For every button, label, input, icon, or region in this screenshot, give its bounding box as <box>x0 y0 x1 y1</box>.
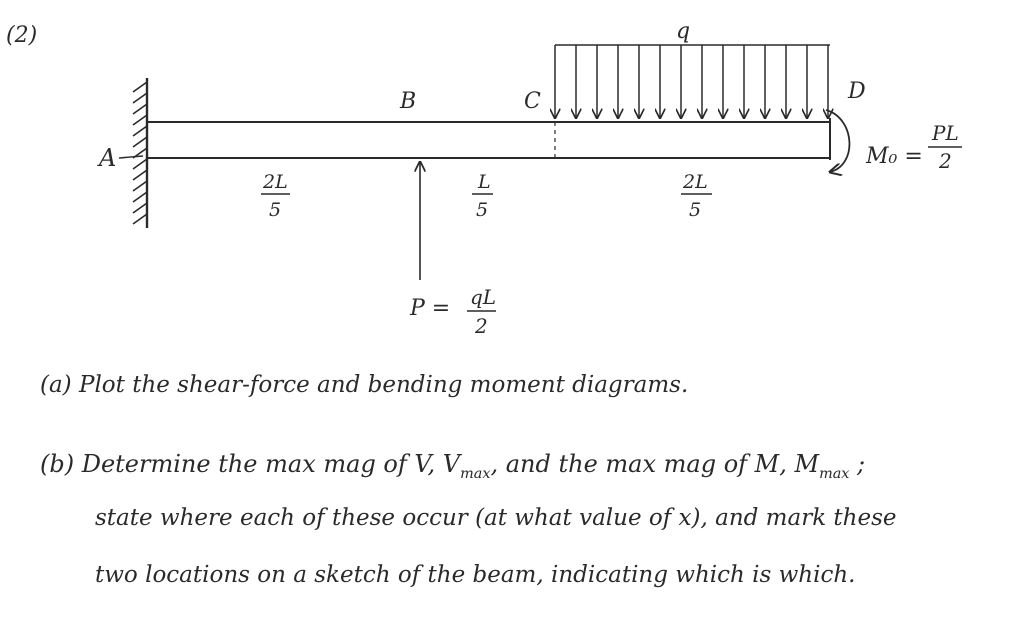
dim-seg3-num: 2L <box>682 171 708 193</box>
point-load-lhs: P = <box>409 296 450 321</box>
dim-seg1-den: 5 <box>269 199 281 221</box>
moment-num: PL <box>931 121 959 145</box>
point-load-num: qL <box>470 285 496 309</box>
question-b-line3: two locations on a sketch of the beam, i… <box>95 562 856 588</box>
mmax-subscript: max <box>819 465 850 482</box>
dim-seg2: L 5 <box>472 171 493 221</box>
moment-den: 2 <box>938 149 952 173</box>
dim-seg3: 2L 5 <box>681 171 712 221</box>
point-d-label: D <box>847 79 866 104</box>
question-b-line1: (b) Determine the max mag of V, Vmax, an… <box>40 450 865 482</box>
distributed-load-q <box>555 44 830 118</box>
dim-seg1: 2L 5 <box>261 171 290 221</box>
problem-number: (2) <box>6 23 37 48</box>
dim-seg2-num: L <box>477 171 491 193</box>
point-load-label: P = qL 2 <box>409 285 496 338</box>
moment-arc-icon <box>825 109 851 172</box>
fixed-wall-support <box>132 78 149 228</box>
distributed-load-label: q <box>676 19 690 44</box>
question-b-end: ; <box>849 450 866 478</box>
dim-seg3-den: 5 <box>689 199 701 221</box>
point-b-label: B <box>399 89 416 114</box>
point-c-label: C <box>524 89 541 114</box>
question-a: (a) Plot the shear-force and bending mom… <box>40 372 689 398</box>
beam <box>147 118 831 160</box>
point-a-leader <box>118 155 144 159</box>
point-load-den: 2 <box>474 314 488 338</box>
dim-seg2-den: 5 <box>476 199 488 221</box>
question-b-mid: , and the max mag of M, M <box>490 450 820 478</box>
moment-lhs: M₀ = <box>865 144 923 169</box>
question-b-line2: state where each of these occur (at what… <box>95 505 897 531</box>
dim-seg1-num: 2L <box>262 171 288 193</box>
vmax-subscript: max <box>460 465 491 482</box>
moment-label: M₀ = PL 2 <box>865 121 962 173</box>
question-b-pre: (b) Determine the max mag of V, V <box>40 450 461 478</box>
point-a-label: A <box>97 144 116 172</box>
